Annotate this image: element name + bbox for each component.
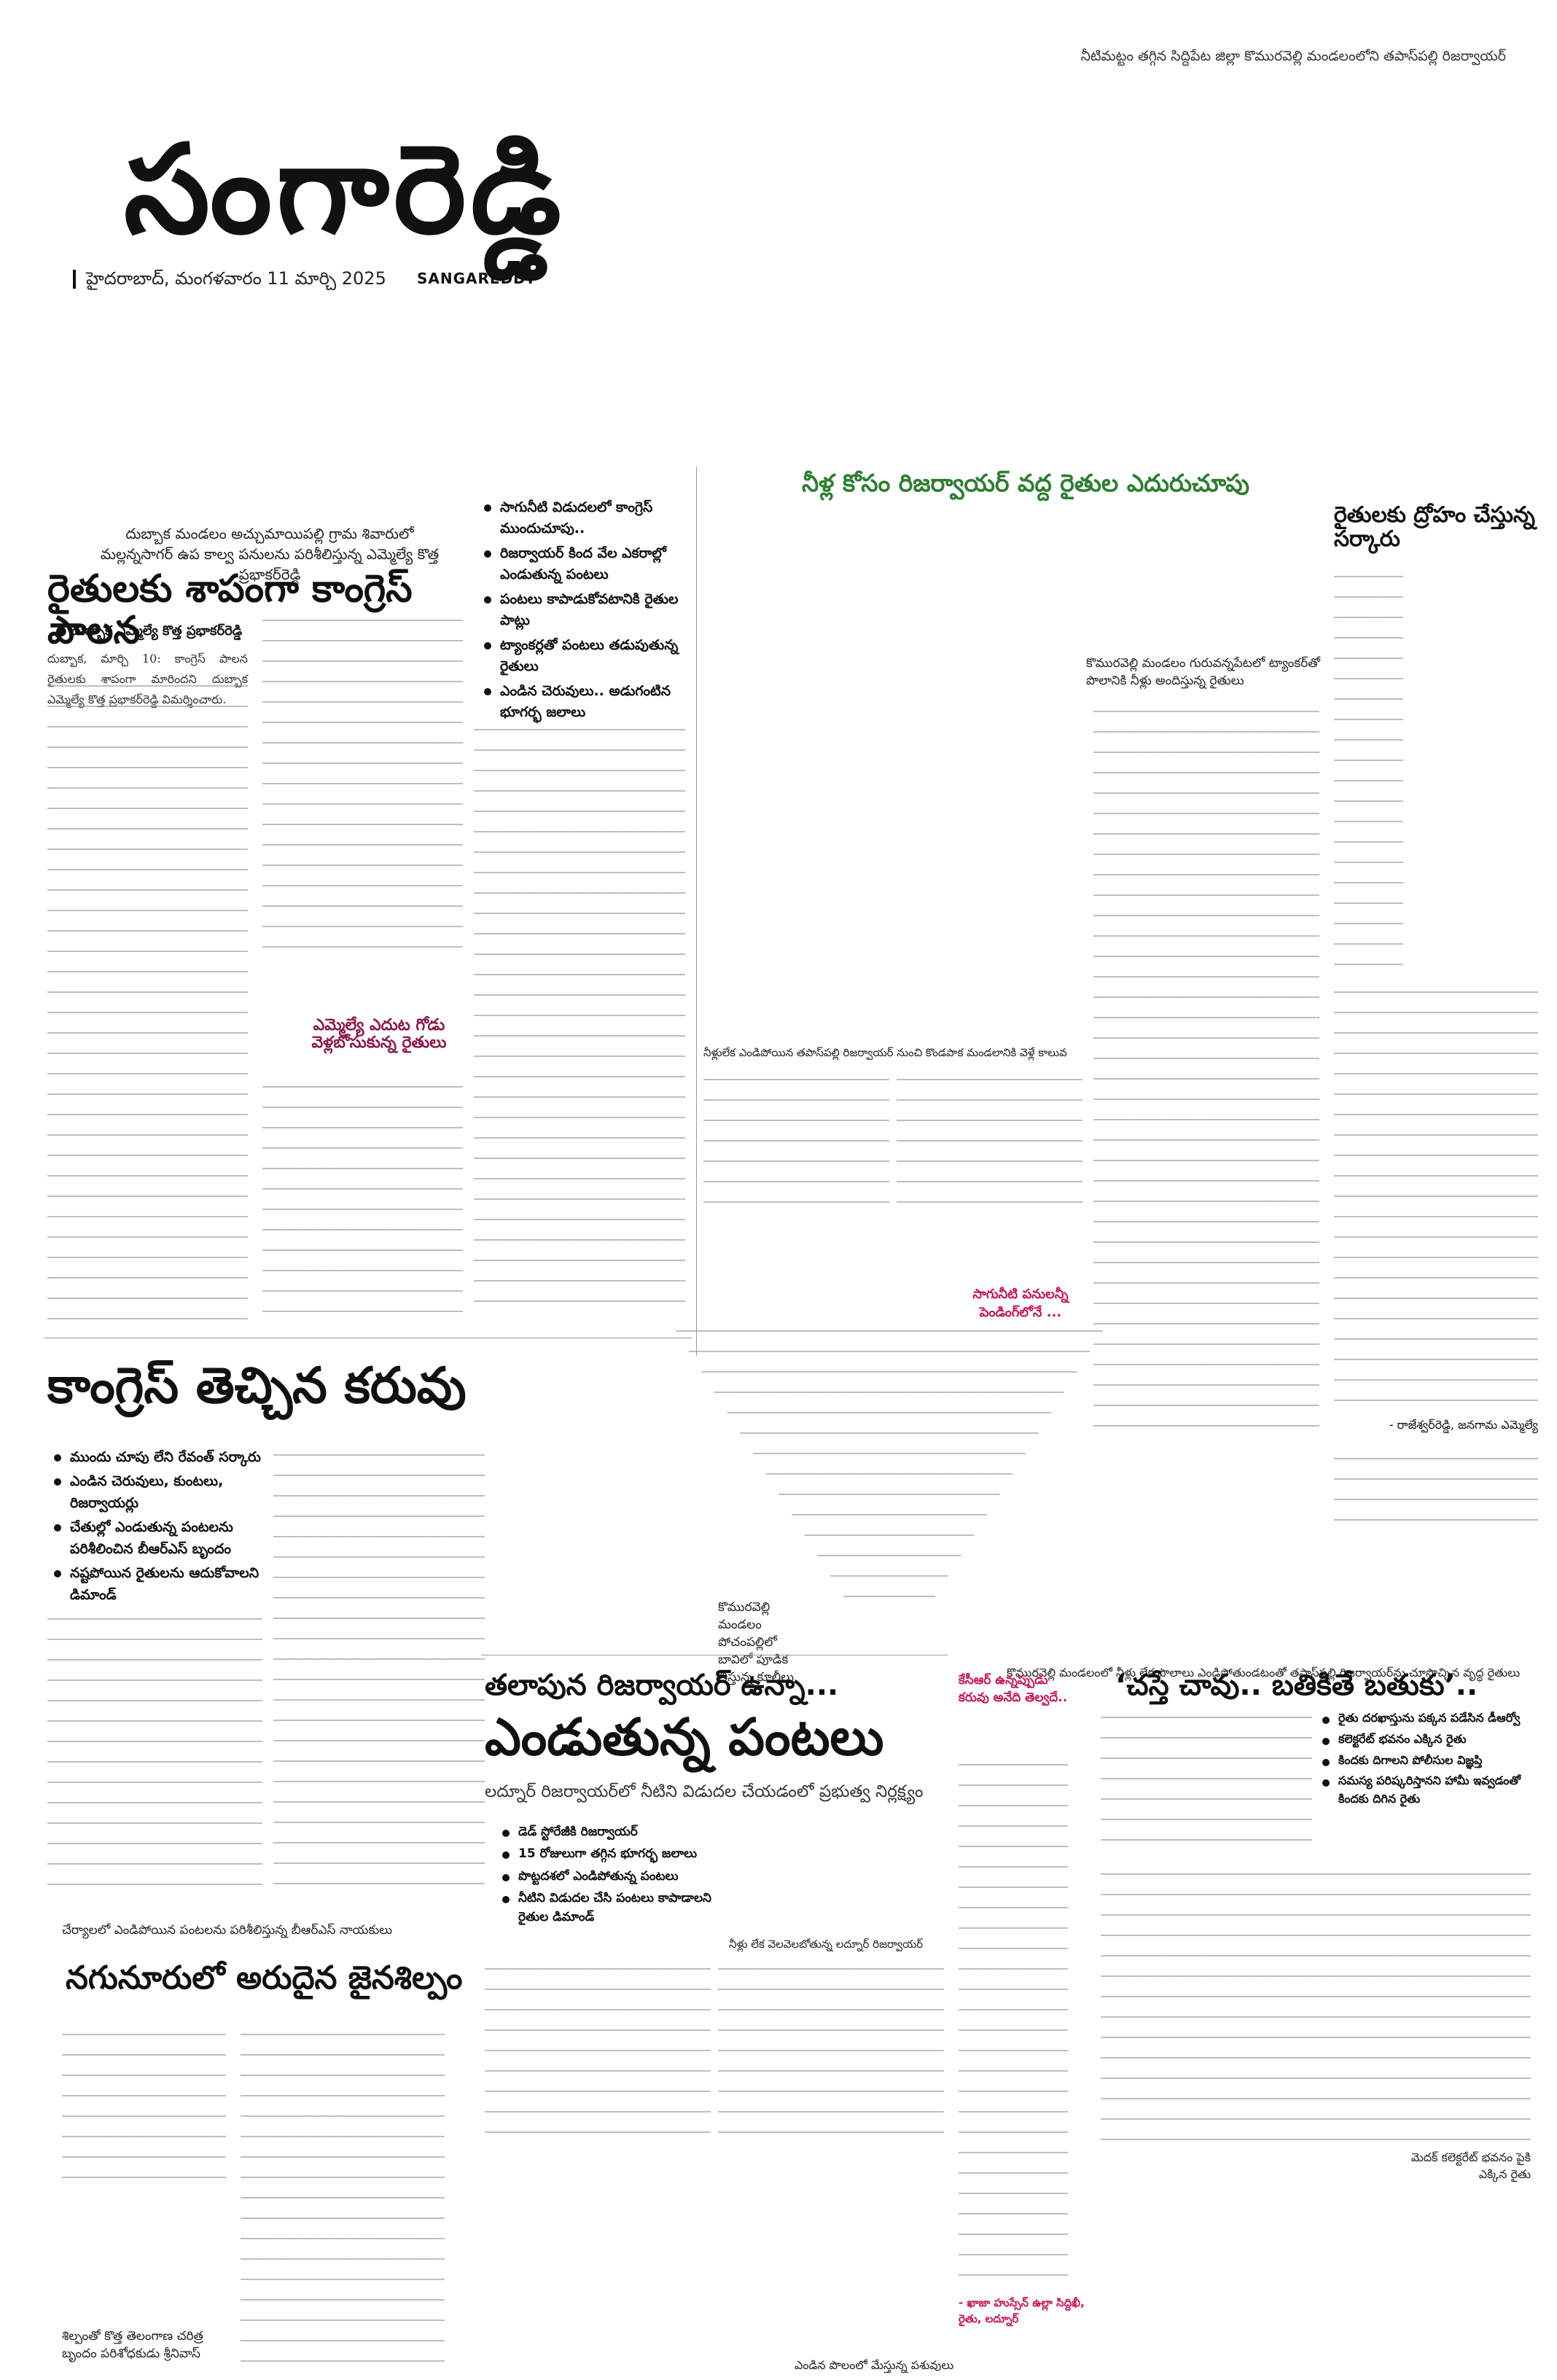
story2-point: ఎండిన చెరువులు, కుంటలు, రిజర్వాయర్లు: [51, 1471, 262, 1514]
story4-col2-text: [241, 2026, 445, 2376]
masthead-english: SANGAREDDY: [417, 270, 536, 287]
story1-kicker: దుబ్బాక మండలం అచ్చుమాయిపల్లి గ్రామ శివార…: [100, 525, 440, 583]
story5-deck: లద్నూర్ రిజర్వాయర్‌లో నీటిని విడుదల చేయడ…: [485, 1782, 924, 1801]
story6-headline: ‘చస్తే చావు.. బతికితే బతుకు’..: [1115, 1669, 1478, 1702]
story6-photo-caption: మెదక్ కలెక్టరేట్ భవనం పైకి ఎక్కిన రైతు: [1410, 2150, 1531, 2181]
story1-col3-text: [474, 722, 685, 1319]
story6-point: కలెక్టరేట్ భవనం ఎక్కిన రైతు: [1319, 1731, 1531, 1749]
story4-headline: నగునూరులో అరుదైన జైనశిల్పం: [66, 1959, 463, 1997]
story6-point: రైతు దరఖాస్తును పక్కన పడేసిన డీఆర్వో: [1319, 1709, 1531, 1728]
story5-pink-callout: కేసీఆర్ ఉన్నప్పుడు కరువు అనేది తెల్వదే..: [959, 1673, 1068, 1705]
story3-col2-text: [897, 1072, 1082, 1217]
story6-lead-text: [1101, 1709, 1312, 1855]
story4-photo-caption: శిల్పంతో కొత్త తెలంగాణ చరిత్ర బృందం పరిశ…: [62, 2329, 203, 2361]
story2-col2-text: [273, 1447, 485, 1888]
story5-col1-text: [485, 1961, 711, 2143]
story3-callout: సాగునీటి పనులన్నీ పెండింగ్‌లోనే ...: [972, 1287, 1069, 1320]
story5-photo-note: నీళ్లు లేక వెలవెలబోతున్న లద్నూర్ రిజర్వా…: [729, 1938, 924, 1951]
highlight-item: ఎండిన చెరువులు.. అడుగంటిన భూగర్భ జలాలు: [481, 681, 692, 724]
story5-bottom-caption: ఎండిన పొలంలో మేస్తున్న పశువులు: [795, 2358, 954, 2372]
story2-points: ముందు చూపు లేని రేవంత్ సర్కారు ఎండిన చెర…: [51, 1447, 262, 1609]
story3-col-text: [1093, 703, 1319, 1432]
story1-col2b-text: [262, 1079, 463, 1319]
story5-point: డెడ్ స్టోరేజీకి రిజర్వాయర్: [499, 1822, 718, 1841]
story5-point: 15 రోజులుగా తగ్గిన భూగర్భ జలాలు: [499, 1844, 718, 1863]
dateline-text: హైదరాబాద్, మంగళవారం 11 మార్చి 2025: [86, 268, 386, 289]
masthead-title: సంగారెడ్డి: [124, 118, 566, 261]
story3-photo-caption-1: కొమురవెల్లి మండలం గురువన్నపేటలో ట్యాంకర్…: [1086, 656, 1320, 688]
story3-bottom-caption: కొమురవెల్లి మండలంలో నీళ్లు లేక పొలాలు ఎం…: [1007, 1666, 1520, 1679]
dateline: హైదరాబాద్, మంగళవారం 11 మార్చి 2025: [73, 268, 386, 293]
right-column-byline: - రాజేశ్వర్‌రెడ్డి, జనగామ ఎమ్మెల్యే: [1389, 1418, 1538, 1432]
highlight-item: రిజర్వాయర్ కింద వేల ఎకరాల్లో ఎండుతున్న ప…: [481, 543, 692, 586]
story2-point: నష్టపోయిన రైతులను ఆదుకోవాలని డిమాండ్: [51, 1563, 262, 1606]
story5-quote-credit: - ఖాజా హుస్సేన్ ఉల్లా సిద్దిఖీ, రైతు, లద…: [959, 2296, 1085, 2325]
right-column-text-narrow: [1334, 569, 1403, 977]
story5-point: పొట్టదశలో ఎండిపోతున్న పంటలు: [499, 1867, 718, 1886]
story2-point: చేతుల్లో ఎండుతున్న పంటలను పరిశీలించిన బీ…: [51, 1517, 262, 1560]
right-column-text: [1334, 984, 1538, 1414]
story5-col2-text: [718, 1961, 944, 2143]
story1-col2-text: [262, 612, 463, 962]
bullet-icon: ●: [55, 623, 71, 639]
story5-headline: ఎండుతున్న పంటలు: [485, 1707, 884, 1767]
highlight-item: సాగునీటి విడుదలలో కాంగ్రెస్ ముందుచూపు..: [481, 497, 692, 540]
story1-headline: రైతులకు శాపంగా కాంగ్రెస్ పాలన: [47, 567, 413, 653]
story5-point: నీటిని విడుదల చేసి పంటలు కాపాడాలని రైతుల…: [499, 1889, 718, 1927]
story3-side-caption: కొమురవెల్లి మండలం పోచంపల్లిలో బావిలో పూడ…: [718, 1600, 795, 1685]
right-column-headline: రైతులకు ద్రోహం చేస్తున్న సర్కారు: [1334, 502, 1535, 552]
story4-kicker: చేర్యాలలో ఎండిపోయిన పంటలను పరిశీలిస్తున్…: [62, 1923, 393, 1938]
highlight-item: పంటలు కాపాడుకోవటానికి రైతుల పాట్లు: [481, 589, 692, 632]
dateline-bar: [73, 270, 76, 289]
story1-col1-text: [47, 678, 248, 1319]
story6-point: కిందకు దిగాలని పోలీసుల విజ్ఞప్తి: [1319, 1752, 1531, 1770]
story1-subhead: ఎమ్మెల్యే ఎదుట గోడు వెళ్లబోసుకున్న రైతుల…: [311, 1016, 447, 1053]
story4-col1-text: [62, 2026, 226, 2190]
top-photo-caption: నీటిమట్టం తగ్గిన సిద్దిపేట జిల్లా కొమురవ…: [1080, 48, 1506, 64]
story3-shaped-text: [671, 1323, 1108, 1600]
story1-lead: దుబ్బాక, మార్చి 10: కాంగ్రెస్ పాలన రైతుల…: [47, 652, 248, 706]
right-column-end-text: [1334, 1451, 1538, 1531]
story6-body-text: [1101, 1866, 1531, 2143]
story3-headline: నీళ్ల కోసం రిజర్వాయర్ వద్ద రైతుల ఎదురుచూ…: [802, 469, 1250, 497]
column-divider: [696, 467, 697, 1356]
story2-col1-text: [47, 1611, 262, 1888]
story5-points: డెడ్ స్టోరేజీకి రిజర్వాయర్ 15 రోజులుగా త…: [499, 1822, 718, 1930]
story3-col1-text: [703, 1072, 889, 1217]
story5-kicker: తలాపున రిజర్వాయర్ ఉన్నా...: [485, 1669, 839, 1702]
story3-photo-caption-2: నీళ్లులేక ఎండిపోయిన తపాస్‌పల్లి రిజర్వాయ…: [703, 1046, 1067, 1059]
story6-point: సమస్య పరిష్కరిస్తానని హామీ ఇవ్వడంతో కింద…: [1319, 1772, 1531, 1809]
story5-quote-text: [959, 1757, 1068, 2289]
story2-headline: కాంగ్రెస్ తెచ్చిన కరువు: [47, 1357, 467, 1415]
story2-point: ముందు చూపు లేని రేవంత్ సర్కారు: [51, 1447, 262, 1468]
story1-byline: ● దుబ్బాక ఎమ్మెల్యే కొత్త ప్రభాకర్‌రెడ్డ…: [55, 623, 243, 639]
highlight-item: ట్యాంకర్లతో పంటలు తడుపుతున్న రైతులు: [481, 635, 692, 678]
highlights-list: సాగునీటి విడుదలలో కాంగ్రెస్ ముందుచూపు.. …: [481, 497, 692, 726]
story6-points: రైతు దరఖాస్తును పక్కన పడేసిన డీఆర్వో కలె…: [1319, 1709, 1531, 1811]
